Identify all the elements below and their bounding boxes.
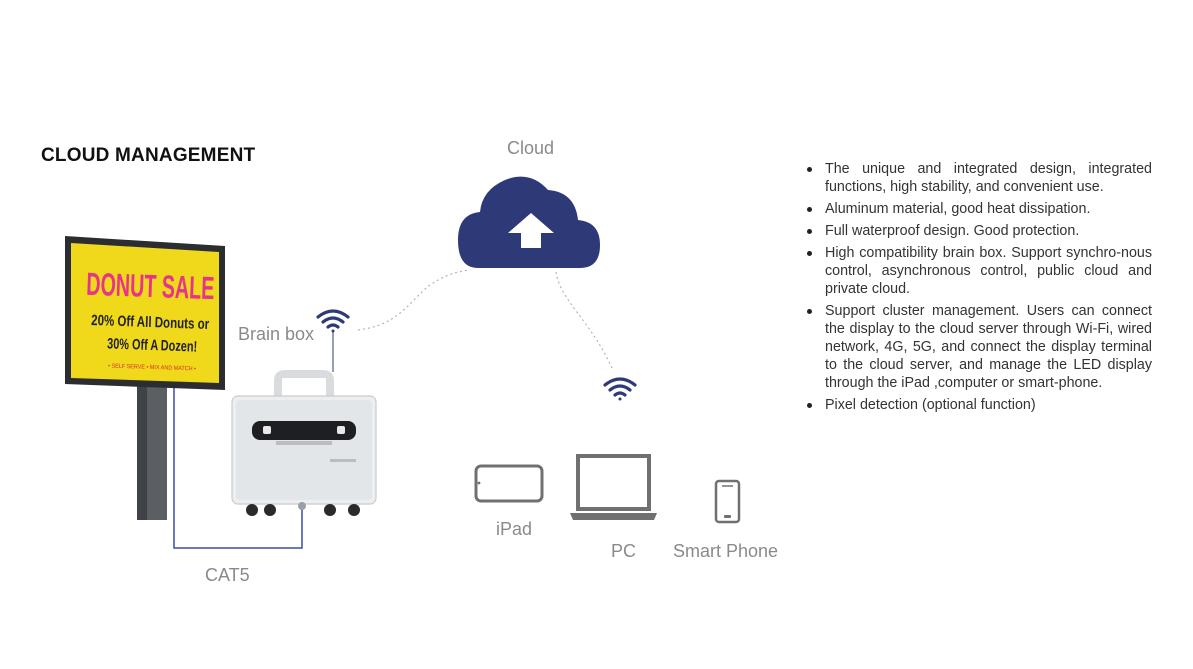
billboard-line2: 20% Off All Donuts or [91,312,210,333]
cat5-cable [173,388,303,549]
billboard-line3: 30% Off A Dozen! [107,335,198,355]
brain-box-handle [274,370,334,398]
feature-list: The unique and integrated design, integr… [805,160,1152,418]
brain-box-panel [252,421,356,440]
feature-item: Full waterproof design. Good protection. [805,222,1152,240]
laptop-icon [570,454,657,520]
billboard-screen [71,243,219,383]
brain-box [231,370,377,516]
feature-item: The unique and integrated design, integr… [805,160,1152,196]
feature-item: Pixel detection (optional function) [805,396,1152,414]
connector-brainbox-cloud [357,269,471,331]
cat5-label: CAT5 [205,565,250,585]
ipad-label: iPad [496,519,533,539]
wifi-icon [316,309,350,333]
wifi-icon [603,377,637,401]
tablet-icon [474,464,544,503]
cloud-label: Cloud [507,138,555,158]
smart-phone-label: Smart Phone [673,541,779,561]
billboard-line4: • SELF SERVE • MIX AND MATCH • [108,363,196,372]
section-title: CLOUD MANAGEMENT [41,145,256,166]
billboard-line1: DONUT SALE [86,266,215,306]
feature-item: High compatibility brain box. Support sy… [805,244,1152,298]
cloud-upload-icon [458,176,600,268]
feature-item: Support cluster management. Users can co… [805,302,1152,392]
brain-box-label: Brain box [238,324,315,344]
phone-icon [714,479,741,524]
feature-item: Aluminum material, good heat dissipation… [805,200,1152,218]
pc-label: PC [611,541,637,561]
connector-cloud-devices [555,271,613,369]
led-billboard: DONUT SALE 20% Off All Donuts or 30% Off… [65,236,225,520]
